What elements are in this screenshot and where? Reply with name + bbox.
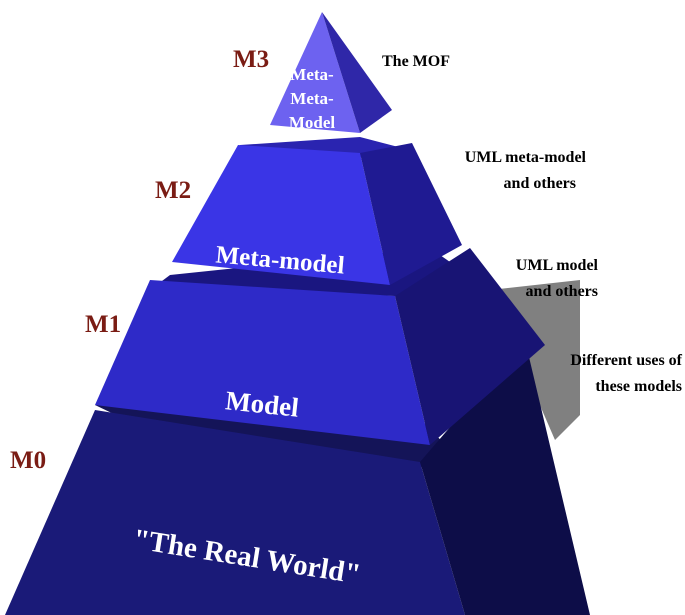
m0-front-face: [5, 410, 465, 615]
level-label-m1: M1: [85, 311, 121, 338]
m3-side-face: [322, 12, 392, 133]
m1-front-face: [95, 280, 430, 445]
level-label-m2: M2: [155, 177, 191, 204]
face-label-m3-line2: Meta-: [290, 89, 334, 108]
m2-front-face: [172, 145, 390, 285]
description-m0-line1: Different uses of: [570, 352, 682, 369]
description-m3-line1: The MOF: [382, 53, 450, 70]
description-m2-line2: and others: [504, 175, 576, 192]
face-label-m3-line1: Meta-: [290, 65, 334, 84]
m3-front-face: [270, 12, 360, 133]
pyramid-layer-m2: [172, 137, 462, 285]
pyramid-layer-m3: [270, 12, 392, 133]
m0-side-face: [420, 340, 590, 615]
face-label-m3-line3: Model: [289, 113, 336, 132]
level-label-m3: M3: [233, 46, 269, 73]
description-m2-line1: UML meta-model: [465, 149, 587, 166]
description-m0-line2: these models: [595, 378, 682, 395]
level-label-m0: M0: [10, 447, 46, 474]
description-m1-line2: and others: [526, 283, 598, 300]
m1-side-face: [395, 248, 545, 445]
description-m1-line1: UML model: [516, 257, 599, 274]
m2-side-face: [360, 143, 462, 285]
